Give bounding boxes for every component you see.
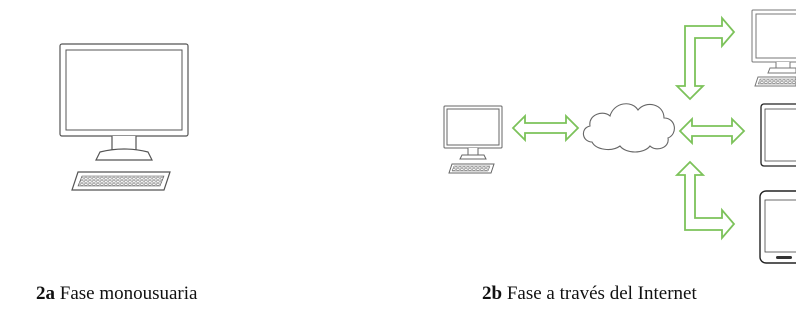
caption-2b-text: Fase a través del Internet <box>506 283 697 304</box>
cloud-icon <box>582 103 675 153</box>
computer-icon-standalone <box>59 43 189 191</box>
double-arrow-icon-cloud-devices <box>678 116 746 146</box>
phone-icon <box>759 190 796 264</box>
double-arrow-icon-upper-branch <box>674 15 736 101</box>
caption-2b-label: 2b <box>482 283 503 304</box>
caption-2a-text: Fase monousuaria <box>59 283 198 304</box>
tablet-icon <box>760 103 796 167</box>
double-arrow-icon-lower-branch <box>674 160 736 241</box>
caption-2a-label: 2a <box>36 283 55 304</box>
caption-2b: 2b Fase a través del Internet <box>482 284 697 303</box>
computer-icon-client <box>443 105 503 174</box>
computer-icon-remote <box>751 9 796 87</box>
caption-2a: 2a Fase monousuaria <box>36 284 197 303</box>
double-arrow-icon-client-cloud <box>511 113 580 143</box>
